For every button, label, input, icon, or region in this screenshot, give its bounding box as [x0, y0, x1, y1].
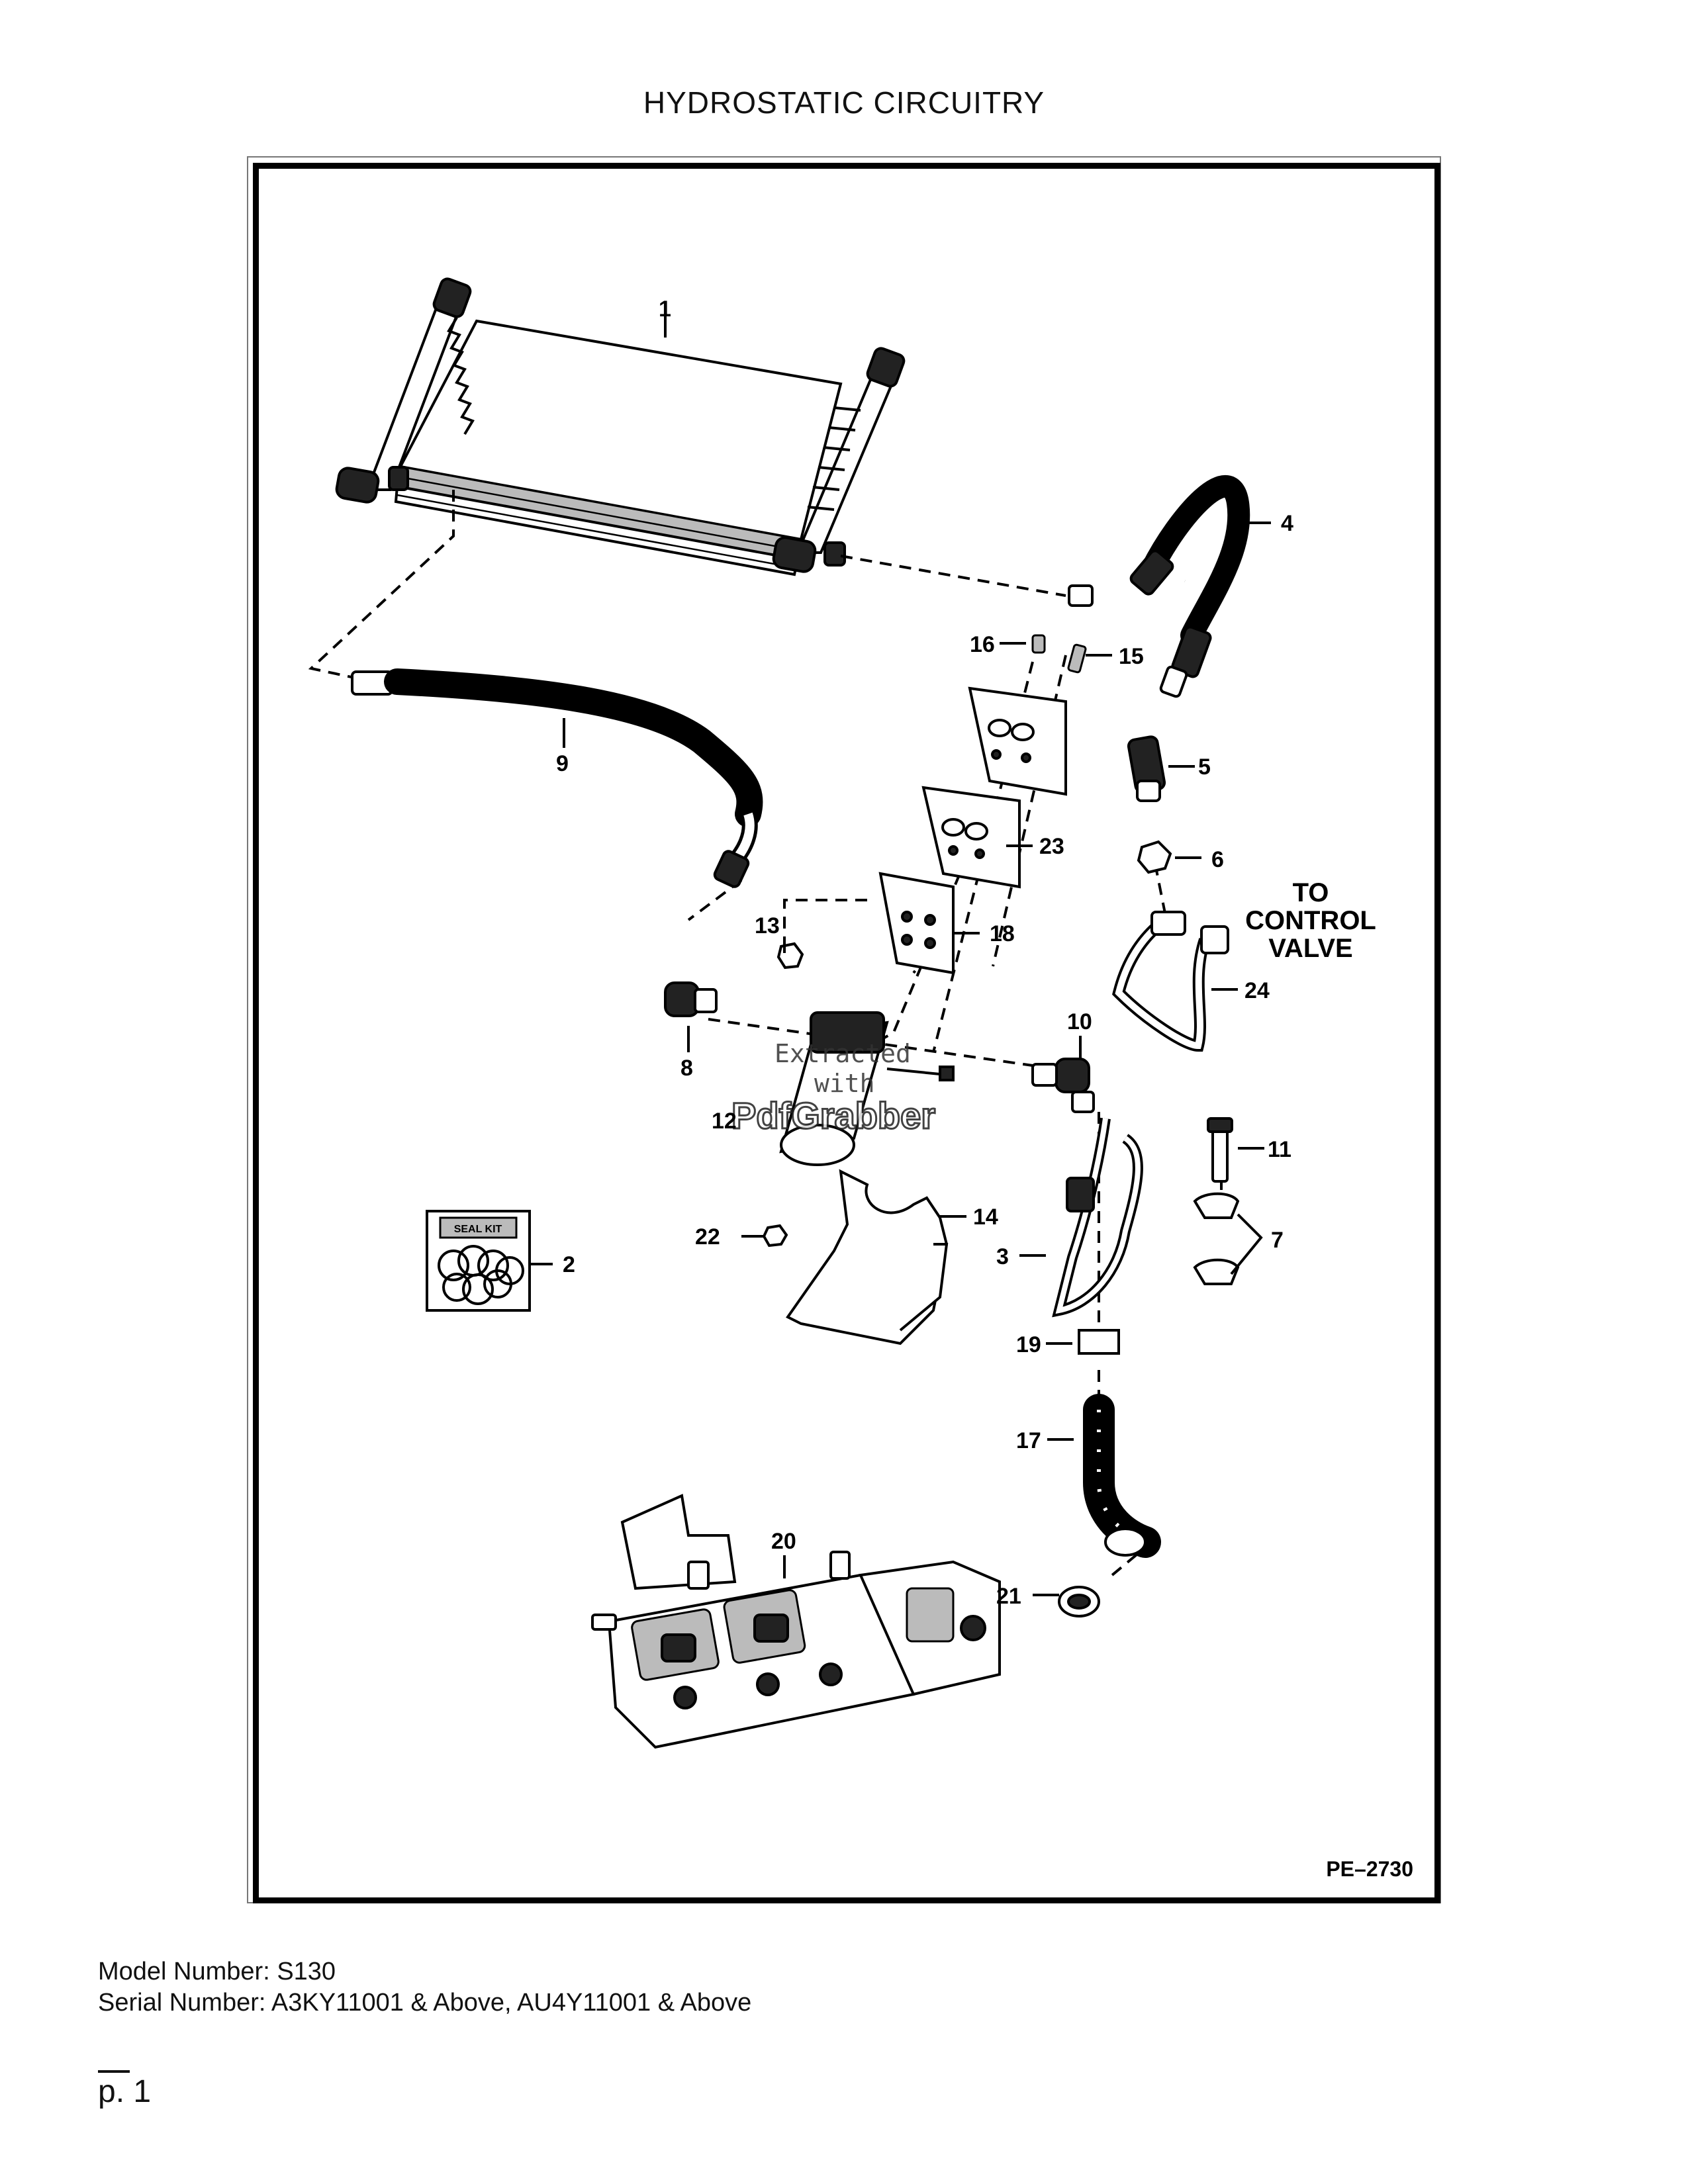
filter-assembly-12-14-22	[741, 1011, 966, 1345]
note-line-1: TO	[1293, 878, 1329, 907]
watermark-line-2: with	[814, 1069, 875, 1098]
figure-code: PE–2730	[1326, 1857, 1413, 1881]
callout-11: 11	[1268, 1137, 1291, 1162]
hose-clamp-17-19-21	[1033, 1329, 1161, 1617]
watermark-line-1: Extracted	[774, 1039, 911, 1068]
tube-clamp-3-7-11	[1019, 1117, 1264, 1318]
oil-cooler-part-1	[335, 277, 906, 576]
hose-part-4	[1068, 475, 1271, 698]
callout-13: 13	[755, 913, 780, 938]
hose-part-9	[351, 668, 763, 888]
note-line-2: CONTROL	[1245, 906, 1376, 935]
callout-labels: 1 2 3 4 5 6 7 8 9 10 11 12 13 14 15 16 1…	[556, 296, 1293, 1609]
callout-19: 19	[1016, 1332, 1041, 1357]
page-title: HYDROSTATIC CIRCUITRY	[643, 85, 1045, 120]
callout-4: 4	[1281, 511, 1293, 536]
fittings-5-6-24	[1112, 735, 1238, 1052]
seal-kit-label: SEAL KIT	[454, 1224, 502, 1235]
callout-8: 8	[680, 1056, 693, 1081]
callout-17: 17	[1016, 1428, 1041, 1453]
callout-23: 23	[1039, 834, 1064, 859]
figure-frame	[253, 163, 1440, 1903]
callout-22: 22	[695, 1224, 720, 1250]
callout-18: 18	[990, 921, 1015, 946]
hydrostatic-pump-part-20	[591, 1494, 1001, 1749]
seal-kit-part-2	[426, 1210, 553, 1312]
callout-21: 21	[996, 1584, 1021, 1609]
callout-2: 2	[563, 1252, 575, 1277]
callout-7: 7	[1271, 1228, 1284, 1253]
callout-9: 9	[556, 751, 569, 776]
callout-10: 10	[1067, 1009, 1092, 1034]
callout-15: 15	[1119, 644, 1144, 669]
callout-14: 14	[973, 1205, 998, 1230]
callout-6: 6	[1211, 847, 1224, 872]
page-number: p. 1	[98, 2074, 152, 2109]
note-line-3: VALVE	[1268, 934, 1352, 963]
callout-5: 5	[1198, 754, 1211, 780]
callout-20: 20	[771, 1529, 796, 1554]
watermark-line-3: PdfGrabber	[731, 1095, 935, 1136]
callout-12: 12	[712, 1109, 737, 1134]
control-valve-note: TO CONTROL VALVE	[1245, 878, 1376, 963]
model-number: Model Number: S130	[98, 1958, 336, 1985]
page-number-rule	[98, 2070, 130, 2073]
serial-number: Serial Number: A3KY11001 & Above, AU4Y11…	[98, 1989, 752, 2017]
callout-3: 3	[996, 1244, 1009, 1269]
watermark: Extracted with PdfGrabber	[731, 1039, 937, 1138]
manifold-plates	[878, 634, 1112, 975]
callout-1: 1	[659, 296, 671, 322]
callout-24: 24	[1244, 978, 1270, 1003]
callout-16: 16	[970, 632, 995, 657]
elbow-fittings-8-10-13	[664, 937, 1095, 1113]
